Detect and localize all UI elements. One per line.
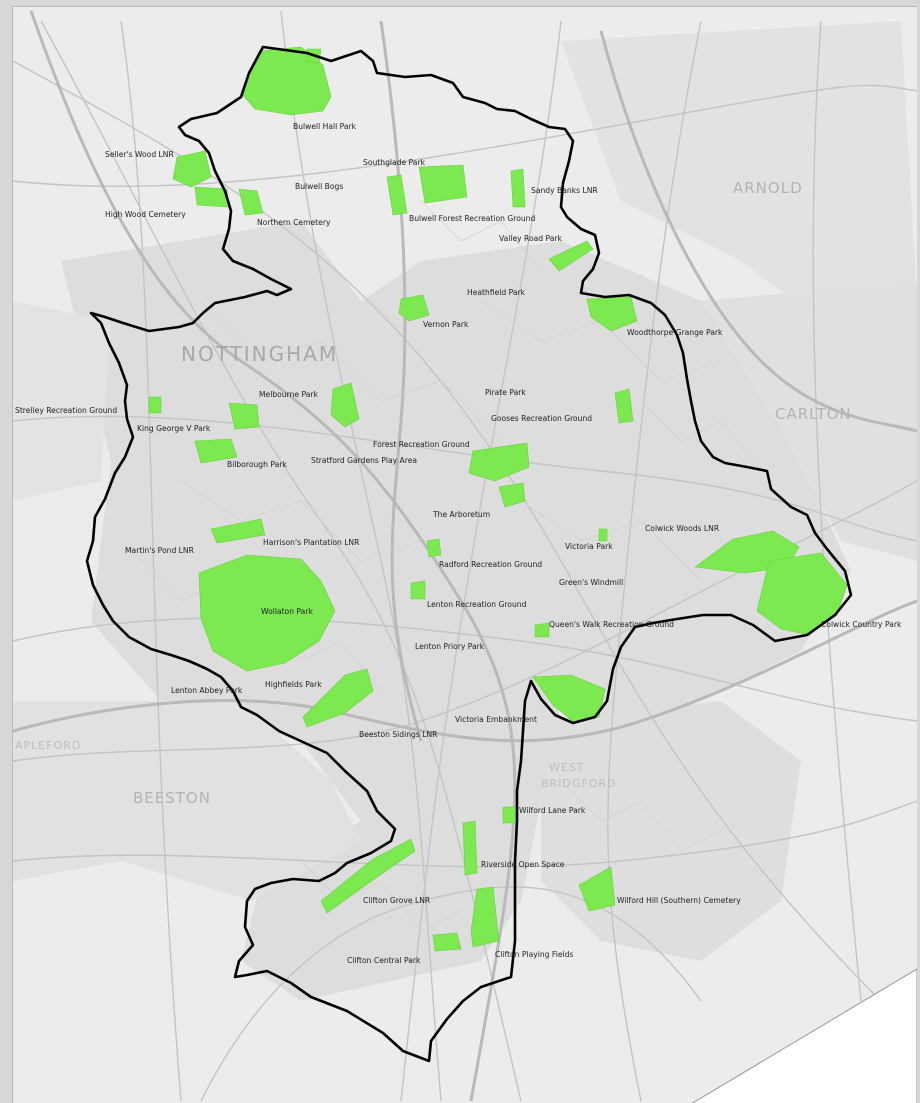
green-strelley xyxy=(148,396,162,414)
park-label-bulwell-forest[interactable]: Bulwell Forest Recreation Ground xyxy=(409,214,535,223)
park-label-strelley-rec[interactable]: Strelley Recreation Ground xyxy=(15,406,117,415)
park-label-valley-road-park[interactable]: Valley Road Park xyxy=(499,234,563,243)
park-label-stratford-gardens[interactable]: Stratford Gardens Play Area xyxy=(311,456,417,465)
green-forest-rec xyxy=(468,442,530,482)
area-label-stapleford: APLEFORD xyxy=(15,739,81,752)
green-northern-cemetery xyxy=(238,188,264,216)
green-sandy-banks xyxy=(510,168,526,208)
area-label-nottingham: NOTTINGHAM xyxy=(181,342,338,366)
park-labels: Bulwell Hall Park Seller's Wood LNR Sout… xyxy=(15,122,902,965)
map-svg[interactable]: NOTTINGHAM ARNOLD CARLTON BEESTON WEST B… xyxy=(13,7,917,1103)
green-clifton-playing xyxy=(470,886,500,948)
park-label-greens-windmill[interactable]: Green's Windmill xyxy=(559,578,623,587)
park-label-melbourne-park[interactable]: Melbourne Park xyxy=(259,390,319,399)
park-label-radford-rec[interactable]: Radford Recreation Ground xyxy=(439,560,542,569)
green-harrisons xyxy=(210,518,266,544)
area-label-arnold: ARNOLD xyxy=(733,179,803,197)
park-label-wollaton-park[interactable]: Wollaton Park xyxy=(261,607,313,616)
park-label-queens-walk[interactable]: Queen's Walk Recreation Ground xyxy=(549,620,674,629)
park-label-bulwell-hall-park[interactable]: Bulwell Hall Park xyxy=(293,122,357,131)
green-southglade xyxy=(418,164,468,204)
green-clifton-central xyxy=(432,932,462,952)
green-lenton-rec xyxy=(410,580,426,600)
green-king-george xyxy=(228,402,260,430)
green-queens-walk xyxy=(534,622,550,638)
park-label-forest-rec[interactable]: Forest Recreation Ground xyxy=(373,440,470,449)
area-label-bridgford: BRIDGFORD xyxy=(541,777,617,790)
green-valley-road xyxy=(548,240,594,272)
green-spaces xyxy=(148,46,848,952)
park-label-vernon-park[interactable]: Vernon Park xyxy=(423,320,469,329)
green-clifton-grove xyxy=(320,838,416,914)
park-label-martins-pond[interactable]: Martin's Pond LNR xyxy=(125,546,195,555)
green-riverside xyxy=(462,820,478,876)
urban-areas xyxy=(13,21,917,1001)
park-label-beeston-sidings[interactable]: Beeston Sidings LNR xyxy=(359,730,438,739)
park-label-clifton-playing-fields[interactable]: Clifton Playing Fields xyxy=(495,950,573,959)
green-woodthorpe xyxy=(586,296,638,332)
park-label-lenton-rec[interactable]: Lenton Recreation Ground xyxy=(427,600,527,609)
green-bulwell-bogs xyxy=(386,174,408,216)
park-label-highfields-park[interactable]: Highfields Park xyxy=(265,680,322,689)
park-label-bilborough-park[interactable]: Bilborough Park xyxy=(227,460,287,469)
area-label-carlton: CARLTON xyxy=(775,405,852,423)
park-label-victoria-park[interactable]: Victoria Park xyxy=(565,542,613,551)
park-label-harrisons-plantation[interactable]: Harrison's Plantation LNR xyxy=(263,538,360,547)
park-label-colwick-woods[interactable]: Colwick Woods LNR xyxy=(645,524,720,533)
park-label-lenton-priory[interactable]: Lenton Priory Park xyxy=(415,642,485,651)
park-label-riverside-open-space[interactable]: Riverside Open Space xyxy=(481,860,565,869)
park-label-bulwell-bogs[interactable]: Bulwell Bogs xyxy=(295,182,343,191)
area-labels: NOTTINGHAM ARNOLD CARLTON BEESTON WEST B… xyxy=(15,179,852,807)
park-label-sandy-banks[interactable]: Sandy Banks LNR xyxy=(531,186,598,195)
map-canvas[interactable]: NOTTINGHAM ARNOLD CARLTON BEESTON WEST B… xyxy=(12,6,917,1103)
park-label-clifton-central-park[interactable]: Clifton Central Park xyxy=(347,956,421,965)
park-label-victoria-embankment[interactable]: Victoria Embankment xyxy=(455,715,537,724)
green-victoria-park xyxy=(598,528,608,542)
area-label-beeston: BEESTON xyxy=(133,789,211,807)
park-label-high-wood-cemetery[interactable]: High Wood Cemetery xyxy=(105,210,186,219)
park-label-colwick-country-park[interactable]: Colwick Country Park xyxy=(821,620,902,629)
green-highfields xyxy=(302,668,374,728)
green-melbourne xyxy=(330,382,360,428)
park-label-heathfield-park[interactable]: Heathfield Park xyxy=(467,288,526,297)
park-label-pirate-park[interactable]: Pirate Park xyxy=(485,388,526,397)
park-label-the-arboretum[interactable]: The Arboretum xyxy=(432,510,490,519)
area-label-west: WEST xyxy=(549,761,585,774)
park-label-woodthorpe-grange[interactable]: Woodthorpe Grange Park xyxy=(627,328,723,337)
green-sellers-wood xyxy=(172,150,212,188)
green-arboretum xyxy=(498,482,526,508)
green-victoria-embankment xyxy=(532,674,606,724)
green-wilford-hill xyxy=(578,866,616,912)
park-label-clifton-grove[interactable]: Clifton Grove LNR xyxy=(363,896,431,905)
park-label-northern-cemetery[interactable]: Northern Cemetery xyxy=(257,218,331,227)
green-wilford-lane xyxy=(502,806,518,824)
green-radford-rec xyxy=(426,538,442,558)
park-label-wilford-lane[interactable]: Wilford Lane Park xyxy=(519,806,586,815)
city-boundary xyxy=(85,45,853,1063)
minor-streets xyxy=(140,200,762,932)
green-gooses xyxy=(614,388,634,424)
park-label-wilford-hill-cemetery[interactable]: Wilford Hill (Southern) Cemetery xyxy=(617,896,741,905)
green-bilborough xyxy=(194,438,238,464)
road-network xyxy=(13,10,917,1102)
park-label-king-george-v[interactable]: King George V Park xyxy=(137,424,211,433)
park-label-southglade-park[interactable]: Southglade Park xyxy=(363,158,426,167)
park-label-sellers-wood[interactable]: Seller's Wood LNR xyxy=(105,150,174,159)
map-outside-corner xyxy=(691,968,917,1103)
green-wollaton xyxy=(198,554,336,672)
green-heathfield xyxy=(398,294,430,322)
park-label-gooses-rec[interactable]: Gooses Recreation Ground xyxy=(491,414,592,423)
park-label-lenton-abbey[interactable]: Lenton Abbey Park xyxy=(171,686,243,695)
